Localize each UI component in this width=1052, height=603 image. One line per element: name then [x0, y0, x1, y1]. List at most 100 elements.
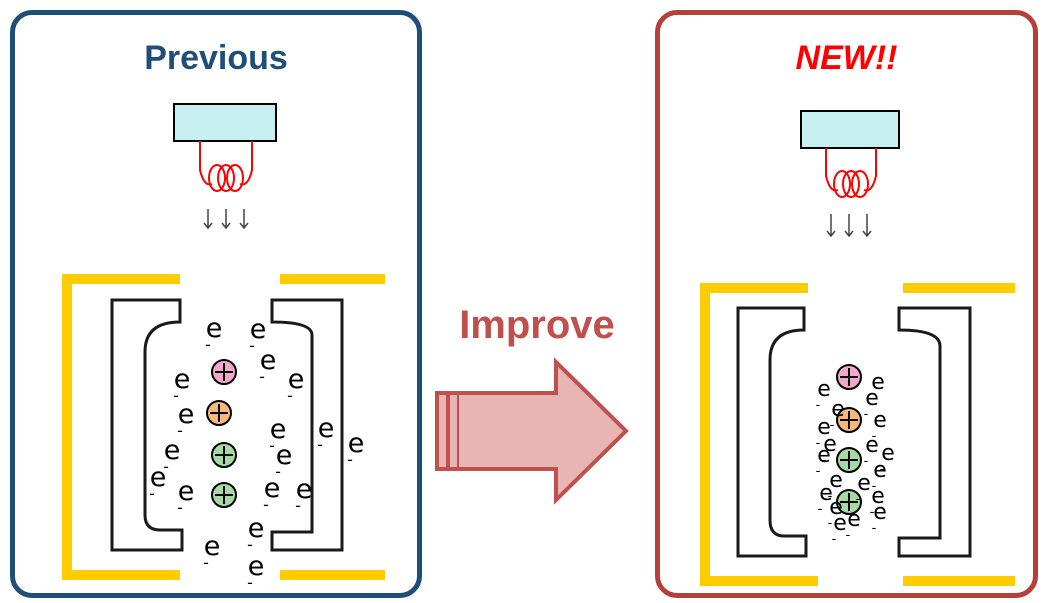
- electron-charge: -: [149, 484, 155, 503]
- electron-icon: e-: [872, 458, 887, 494]
- electron-symbol: e: [847, 507, 861, 532]
- electron-icon: e-: [864, 386, 879, 422]
- electron-icon: e-: [249, 314, 266, 355]
- electron-charge: -: [163, 457, 169, 476]
- electron-icon: e-: [846, 507, 861, 543]
- previous-ion-source: [173, 103, 277, 230]
- electron-symbol: e: [206, 313, 223, 344]
- improve-label: Improve: [459, 303, 615, 347]
- electron-charge: -: [249, 336, 255, 355]
- electron-symbol: e: [150, 462, 167, 493]
- electron-charge: -: [828, 516, 833, 531]
- new-magnet: [700, 283, 1015, 586]
- electron-icon: e-: [275, 440, 292, 481]
- electron-beam-arrows: [826, 214, 872, 238]
- electron-symbol: e: [178, 399, 195, 430]
- electron-icon: e-: [828, 495, 843, 531]
- electron-symbol: e: [817, 443, 831, 468]
- electron-charge: -: [177, 421, 183, 440]
- electron-charge: -: [205, 335, 211, 354]
- electron-symbol: e: [264, 473, 281, 504]
- electron-charge: -: [856, 492, 861, 507]
- electron-icon: e-: [177, 476, 194, 517]
- electron-icon: e-: [205, 313, 222, 354]
- electron-icon: e-: [822, 432, 837, 468]
- electron-symbol: e: [865, 433, 879, 458]
- electron-icon: e-: [163, 435, 180, 476]
- electron-charge: -: [816, 436, 821, 451]
- new-ions: [836, 364, 862, 515]
- electron-icon: e-: [830, 397, 845, 433]
- source-block: [173, 103, 277, 142]
- ion-plus-icon: [836, 364, 862, 390]
- ion-plus-icon: [211, 482, 237, 508]
- electron-icon: e-: [818, 481, 833, 517]
- electron-symbol: e: [833, 511, 847, 536]
- electron-icon: e-: [317, 413, 334, 454]
- new-electrons: e-e-e-e-e-e-e-e-e-e-e-e-e-e-e-e-e-e-e-: [816, 370, 895, 547]
- electron-charge: -: [173, 386, 179, 405]
- electron-icon: e-: [816, 443, 831, 479]
- electron-icon: e-: [872, 408, 887, 444]
- electron-symbol: e: [873, 408, 887, 433]
- electron-icon: e-: [856, 471, 871, 507]
- electron-charge: -: [846, 528, 851, 543]
- ion-plus-icon: [836, 407, 862, 433]
- ion-plus-icon: [211, 442, 237, 468]
- electron-icon: e-: [177, 399, 194, 440]
- electron-charge: -: [870, 505, 875, 520]
- electron-charge: -: [203, 553, 209, 572]
- electron-icon: e-: [247, 551, 264, 592]
- electron-symbol: e: [881, 441, 895, 466]
- electron-charge: -: [828, 489, 833, 504]
- electron-charge: -: [275, 462, 281, 481]
- electron-symbol: e: [871, 484, 885, 509]
- new-title: NEW!!: [795, 39, 898, 77]
- electron-symbol: e: [276, 440, 293, 471]
- electron-charge: -: [247, 573, 253, 592]
- electron-charge: -: [864, 407, 869, 422]
- electron-symbol: e: [829, 468, 843, 493]
- previous-ions: [206, 359, 237, 508]
- electron-icon: e-: [295, 474, 312, 515]
- improve-arrow: [435, 357, 629, 505]
- electron-charge: -: [872, 521, 877, 536]
- new-ion-source: [800, 110, 900, 238]
- electron-icon: e-: [269, 414, 286, 455]
- electron-symbol: e: [288, 364, 305, 395]
- electron-symbol: e: [819, 481, 833, 506]
- electron-symbol: e: [865, 386, 879, 411]
- electron-charge: -: [317, 435, 323, 454]
- electron-charge: -: [259, 367, 265, 386]
- electron-icon: e-: [247, 513, 264, 554]
- electron-symbol: e: [270, 414, 287, 445]
- electron-symbol: e: [178, 476, 195, 507]
- electron-icon: e-: [832, 511, 847, 547]
- electron-symbol: e: [871, 370, 885, 395]
- electron-icon: e-: [149, 462, 166, 503]
- electron-charge: -: [822, 453, 827, 468]
- electron-charge: -: [287, 386, 293, 405]
- ion-plus-icon: [836, 447, 862, 473]
- electron-icon: e-: [828, 468, 843, 504]
- electron-charge: -: [295, 496, 301, 515]
- electron-symbol: e: [817, 415, 831, 440]
- filament-coil: [199, 141, 253, 192]
- electron-symbol: e: [817, 377, 831, 402]
- electron-icon: e-: [347, 428, 364, 469]
- electron-symbol: e: [318, 413, 335, 444]
- electron-icon: e-: [880, 441, 895, 477]
- electron-charge: -: [247, 535, 253, 554]
- electron-icon: e-: [816, 377, 831, 413]
- electron-charge: -: [832, 532, 837, 547]
- new-electrodes: [736, 306, 972, 558]
- electron-symbol: e: [248, 513, 265, 544]
- electron-icon: e-: [864, 433, 879, 469]
- electron-charge: -: [816, 398, 821, 413]
- electron-charge: -: [347, 450, 353, 469]
- electron-symbol: e: [204, 531, 221, 562]
- previous-title: Previous: [144, 39, 288, 77]
- electron-charge: -: [872, 429, 877, 444]
- electron-icon: e-: [870, 484, 885, 520]
- electron-charge: -: [864, 454, 869, 469]
